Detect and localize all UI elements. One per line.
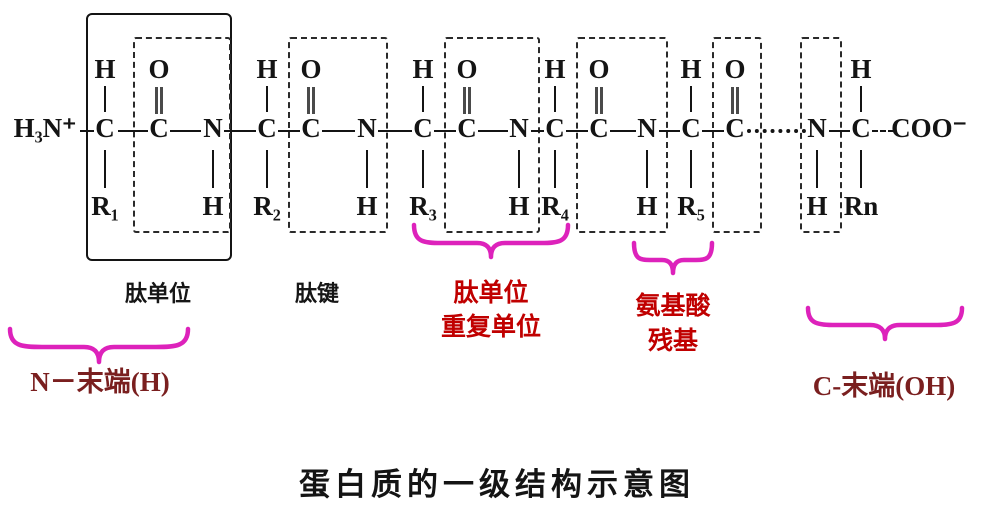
- n-terminus-brace: [7, 326, 191, 365]
- side-chain-rn: Rn: [843, 191, 879, 221]
- amide-nitrogen-3: N: [509, 113, 529, 143]
- amide-box-6: [800, 37, 842, 233]
- bond-h-c-3: [422, 86, 424, 112]
- bond-h-c-2: [266, 86, 268, 112]
- amide-nitrogen-1: N: [203, 113, 223, 143]
- side-chain-r5: R₅: [677, 191, 705, 221]
- side-chain-r3: R₃: [409, 191, 437, 221]
- repeat-unit-label-line1: 肽单位: [453, 279, 529, 307]
- carboxyl-terminus-group: COO⁻: [891, 113, 967, 143]
- bond-h-c-4: [554, 86, 556, 112]
- peptide-unit-box: [86, 13, 232, 261]
- bond-n-h-5: [816, 150, 818, 188]
- bond-c6-n3: [478, 130, 508, 132]
- carbonyl-carbon-3: C: [457, 113, 477, 143]
- residue-label-line2: 残基: [647, 327, 699, 355]
- hydrogen-below-4: H: [636, 191, 658, 221]
- alpha-carbon-5: C: [681, 113, 701, 143]
- bond-n-h-2: [366, 150, 368, 188]
- bond-n3-c7: [531, 130, 544, 132]
- c-terminus-brace: [805, 305, 965, 342]
- amide-nitrogen-2: N: [357, 113, 377, 143]
- alpha-carbon-2: C: [257, 113, 277, 143]
- bond-c9-c10: [702, 130, 724, 132]
- hydrogen-below-2: H: [356, 191, 378, 221]
- hydrogen-above-2: H: [256, 54, 278, 84]
- side-chain-r1: R₁: [91, 191, 119, 221]
- bond-n5-cn: [829, 130, 850, 132]
- bond-n2-c5: [378, 130, 412, 132]
- chain-continuation-dots: [747, 129, 806, 133]
- n-terminus-label: N－末端(H): [30, 367, 170, 397]
- bond-n-h-1: [212, 150, 214, 188]
- double-bond-c-o-4: [595, 87, 603, 114]
- peptide-unit-label: 肽单位: [124, 281, 192, 306]
- peptide-bond-box-4: [576, 37, 668, 233]
- c-terminus-label: C-末端(OH): [812, 371, 956, 401]
- hydrogen-above-5: H: [680, 54, 702, 84]
- peptide-bond-label: 肽键: [294, 281, 340, 306]
- bond-n4-c9: [659, 130, 680, 132]
- residue-brace: [631, 240, 715, 276]
- double-bond-c-o-1: [155, 87, 163, 114]
- repeat-unit-label-line2: 重复单位: [440, 313, 542, 341]
- bond-c3-c4: [278, 130, 300, 132]
- hydrogen-above-4: H: [544, 54, 566, 84]
- carbonyl-box-5: [712, 37, 762, 233]
- bond-c-r2: [266, 150, 268, 188]
- bond-c-r1: [104, 150, 106, 188]
- side-chain-r2: R₂: [253, 191, 281, 221]
- bond-c7-c8: [566, 130, 588, 132]
- oxygen-above-2: O: [300, 54, 322, 84]
- amide-nitrogen-5: N: [807, 113, 827, 143]
- bond-n1-c3: [224, 130, 256, 132]
- bond-n-h-3: [518, 150, 520, 188]
- bond-h-c-1: [104, 86, 106, 112]
- amide-nitrogen-4: N: [637, 113, 657, 143]
- carbonyl-carbon-4: C: [589, 113, 609, 143]
- alpha-carbon-n: C: [851, 113, 871, 143]
- bond-c8-n4: [610, 130, 636, 132]
- bond-c-r5: [690, 150, 692, 188]
- oxygen-above-4: O: [588, 54, 610, 84]
- carbonyl-carbon-5: C: [725, 113, 745, 143]
- bond-c1-c2: [118, 130, 148, 132]
- hydrogen-below-5: H: [806, 191, 828, 221]
- hydrogen-above-3: H: [412, 54, 434, 84]
- residue-label-line1: 氨基酸: [635, 292, 711, 320]
- bond-c-r3: [422, 150, 424, 188]
- bond-h3n-c1: [80, 130, 94, 132]
- double-bond-c-o-5: [731, 87, 739, 114]
- bond-cn-coo: [872, 130, 894, 132]
- hydrogen-above-1: H: [94, 54, 116, 84]
- bond-n-h-4: [646, 150, 648, 188]
- alpha-carbon-3: C: [413, 113, 433, 143]
- alpha-carbon-1: C: [95, 113, 115, 143]
- hydrogen-above-n: H: [850, 54, 872, 84]
- carbonyl-carbon-1: C: [149, 113, 169, 143]
- bond-h-c-5: [690, 86, 692, 112]
- oxygen-above-5: O: [724, 54, 746, 84]
- bond-c5-c6: [434, 130, 456, 132]
- side-chain-r4: R₄: [541, 191, 569, 221]
- double-bond-c-o-2: [307, 87, 315, 114]
- peptide-bond-box-2: [288, 37, 388, 233]
- oxygen-above-1: O: [148, 54, 170, 84]
- hydrogen-below-1: H: [202, 191, 224, 221]
- alpha-carbon-4: C: [545, 113, 565, 143]
- bond-c4-n2: [322, 130, 355, 132]
- bond-c-r4: [554, 150, 556, 188]
- carbonyl-carbon-2: C: [301, 113, 321, 143]
- bond-h-c-n: [860, 86, 862, 112]
- bond-c-rn: [860, 150, 862, 188]
- diagram-title: 蛋白质的一级结构示意图: [299, 467, 695, 502]
- bond-c2-n1: [170, 130, 201, 132]
- amino-terminus-group: H₃N⁺: [13, 113, 77, 143]
- hydrogen-below-3: H: [508, 191, 530, 221]
- peptide-bond-box-1: [133, 37, 231, 233]
- double-bond-c-o-3: [463, 87, 471, 114]
- oxygen-above-3: O: [456, 54, 478, 84]
